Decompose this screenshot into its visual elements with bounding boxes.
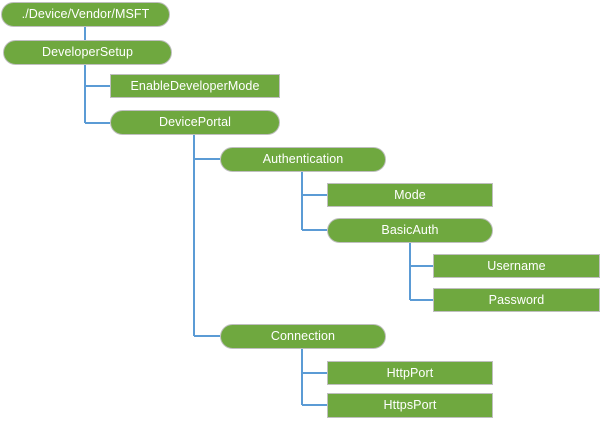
tree-node-label-httpsport: HttpsPort — [383, 398, 437, 413]
tree-node-enabledevelopermode[interactable]: EnableDeveloperMode — [110, 74, 280, 98]
tree-node-httpport[interactable]: HttpPort — [327, 361, 493, 385]
tree-node-label-httpport: HttpPort — [386, 365, 434, 380]
tree-node-deviceportal[interactable]: DevicePortal — [110, 110, 280, 135]
tree-node-connection[interactable]: Connection — [220, 324, 386, 349]
tree-node-label-mode: Mode — [394, 187, 426, 202]
tree-node-label-username: Username — [487, 258, 546, 273]
tree-node-label-basicauth: BasicAuth — [381, 223, 439, 238]
tree-node-root[interactable]: ./Device/Vendor/MSFT — [1, 2, 170, 27]
tree-node-label-password: Password — [488, 292, 545, 307]
tree-node-password[interactable]: Password — [433, 288, 600, 312]
tree-node-developersetup[interactable]: DeveloperSetup — [3, 40, 172, 65]
tree-node-label-developersetup: DeveloperSetup — [41, 45, 134, 60]
tree-node-label-authentication: Authentication — [262, 152, 344, 167]
tree-node-username[interactable]: Username — [433, 254, 600, 278]
tree-node-authentication[interactable]: Authentication — [220, 147, 386, 172]
tree-node-mode[interactable]: Mode — [327, 183, 493, 207]
tree-node-label-enabledevelopermode: EnableDeveloperMode — [130, 78, 260, 93]
tree-node-label-connection: Connection — [270, 329, 336, 344]
tree-node-basicauth[interactable]: BasicAuth — [327, 218, 493, 243]
tree-node-label-root: ./Device/Vendor/MSFT — [21, 7, 150, 22]
tree-node-label-deviceportal: DevicePortal — [158, 115, 232, 130]
tree-node-httpsport[interactable]: HttpsPort — [327, 393, 493, 418]
